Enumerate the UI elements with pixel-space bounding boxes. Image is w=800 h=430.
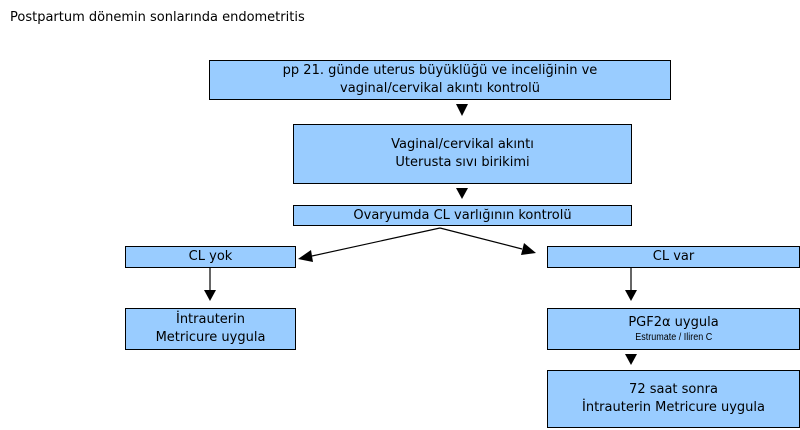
box-cl-absent: CL yok xyxy=(125,246,296,268)
box-cl-absent-line1: CL yok xyxy=(188,249,233,264)
box-day21-check: pp 21. günde uterus büyüklüğü ve inceliğ… xyxy=(209,60,671,100)
box-pgf-line2: Estrumate / Iliren C xyxy=(634,332,713,343)
arrow-ovary-to-cl-absent xyxy=(298,227,441,262)
box-ovary-check-line1: Ovaryumda CL varlığının kontrolü xyxy=(353,207,572,223)
box-discharge-line1: Vaginal/cervikal akıntı xyxy=(391,137,534,152)
box-pgf: PGF2α uygula Estrumate / Iliren C xyxy=(547,308,800,350)
box-after-72h-line2: İntrauterin Metricure uygula xyxy=(582,400,765,415)
box-cl-present: CL var xyxy=(547,246,800,268)
box-after-72h: 72 saat sonra İntrauterin Metricure uygu… xyxy=(547,370,800,428)
box-intrauterine-line1: İntrauterin xyxy=(175,312,245,327)
box-intrauterine-line2: Metricure uygula xyxy=(155,330,266,345)
page-title: Postpartum dönemin sonlarında endometrit… xyxy=(10,10,305,25)
arrow-discharge-to-ovary xyxy=(456,188,468,199)
arrow-ovary-to-cl-present xyxy=(439,227,536,255)
box-pgf-line1: PGF2α uygula xyxy=(628,315,719,330)
arrow-day21-to-discharge xyxy=(456,104,468,116)
box-discharge-line2: Uterusta sıvı birikimi xyxy=(395,155,530,170)
arrow-cl-absent-to-intrauterine xyxy=(204,268,216,301)
arrow-pgf-to-after-72h xyxy=(625,354,637,365)
box-ovary-check: Ovaryumda CL varlığının kontrolü xyxy=(293,205,632,226)
box-day21-check-line2: vaginal/cervikal akıntı kontrolü xyxy=(340,81,540,96)
box-cl-present-line1: CL var xyxy=(652,249,695,264)
box-intrauterine: İntrauterin Metricure uygula xyxy=(125,308,296,350)
box-discharge: Vaginal/cervikal akıntı Uterusta sıvı bi… xyxy=(293,124,632,184)
arrow-cl-present-to-pgf xyxy=(625,268,637,301)
box-day21-check-line1: pp 21. günde uterus büyüklüğü ve inceliğ… xyxy=(282,63,598,78)
box-after-72h-line1: 72 saat sonra xyxy=(629,382,718,397)
